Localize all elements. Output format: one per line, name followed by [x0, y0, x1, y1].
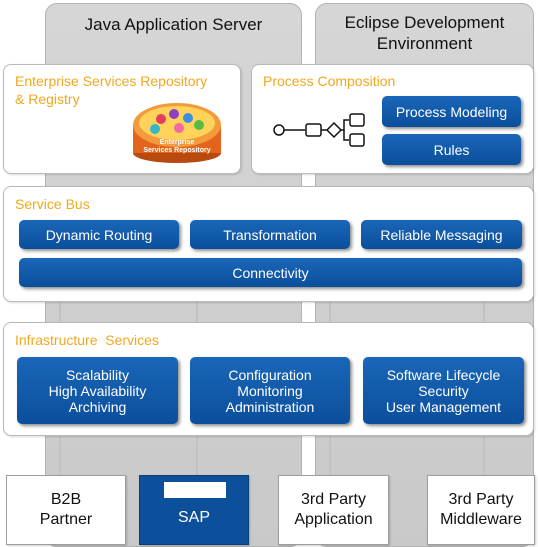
sap-box[interactable]: SAP [139, 475, 249, 545]
scalability-button[interactable]: Scalability High Availability Archiving [17, 357, 178, 424]
connector-line [329, 300, 331, 325]
process-flow-icon [272, 110, 367, 150]
reliable-messaging-label: Reliable Messaging [380, 226, 503, 243]
third-party-middleware-box[interactable]: 3rd Party Middleware [427, 475, 535, 545]
infrastructure-services-panel: Infrastructure Services Scalability High… [3, 322, 534, 436]
connector-line [59, 300, 61, 325]
esr-logo-icon [127, 95, 227, 165]
b2b-partner-box[interactable]: B2B Partner [6, 475, 126, 545]
configuration-button[interactable]: Configuration Monitoring Administration [190, 357, 350, 424]
configuration-label: Configuration Monitoring Administration [225, 366, 315, 415]
sap-label: SAP [177, 509, 210, 526]
connector-line [483, 300, 485, 325]
dynamic-routing-button[interactable]: Dynamic Routing [19, 220, 179, 249]
connector-line [329, 433, 331, 475]
third-party-application-box[interactable]: 3rd Party Application [278, 475, 389, 545]
esr-logo-text: Enterprise Services Repository [143, 139, 211, 154]
third-party-application-label: 3rd Party Application [294, 491, 373, 528]
scalability-label: Scalability High Availability Archiving [48, 366, 147, 415]
rules-button[interactable]: Rules [382, 134, 521, 165]
software-lifecycle-button[interactable]: Software Lifecycle Security User Managem… [363, 357, 524, 424]
infrastructure-services-title: Infrastructure Services [15, 332, 159, 348]
sap-logo-bar [164, 482, 226, 498]
connector-line [196, 300, 198, 325]
process-modeling-label: Process Modeling [395, 103, 508, 120]
dynamic-routing-label: Dynamic Routing [45, 226, 153, 243]
connectivity-button[interactable]: Connectivity [19, 258, 522, 287]
process-composition-title: Process Composition [263, 73, 396, 89]
java-application-server-title: Java Application Server [84, 15, 263, 34]
reliable-messaging-button[interactable]: Reliable Messaging [361, 220, 522, 249]
software-lifecycle-label: Software Lifecycle Security User Managem… [385, 366, 502, 415]
rules-label: Rules [433, 141, 470, 158]
transformation-label: Transformation [223, 226, 317, 243]
b2b-partner-label: B2B Partner [39, 491, 93, 528]
esr-title: Enterprise Services Repository & Registr… [15, 73, 208, 107]
eclipse-development-title: Eclipse Development Environment [344, 13, 505, 53]
process-modeling-button[interactable]: Process Modeling [382, 96, 521, 127]
transformation-button[interactable]: Transformation [190, 220, 350, 249]
connector-line [483, 433, 485, 475]
esr-panel: Enterprise Services Repository & Registr… [3, 64, 241, 174]
connectivity-label: Connectivity [232, 264, 309, 281]
connector-line [59, 433, 61, 475]
service-bus-title: Service Bus [15, 196, 90, 212]
process-composition-panel: Process Composition Process Modeling Rul… [251, 64, 534, 174]
third-party-middleware-label: 3rd Party Middleware [440, 491, 522, 528]
connector-line [196, 433, 198, 475]
service-bus-panel: Service Bus Dynamic Routing Transformati… [3, 186, 534, 302]
